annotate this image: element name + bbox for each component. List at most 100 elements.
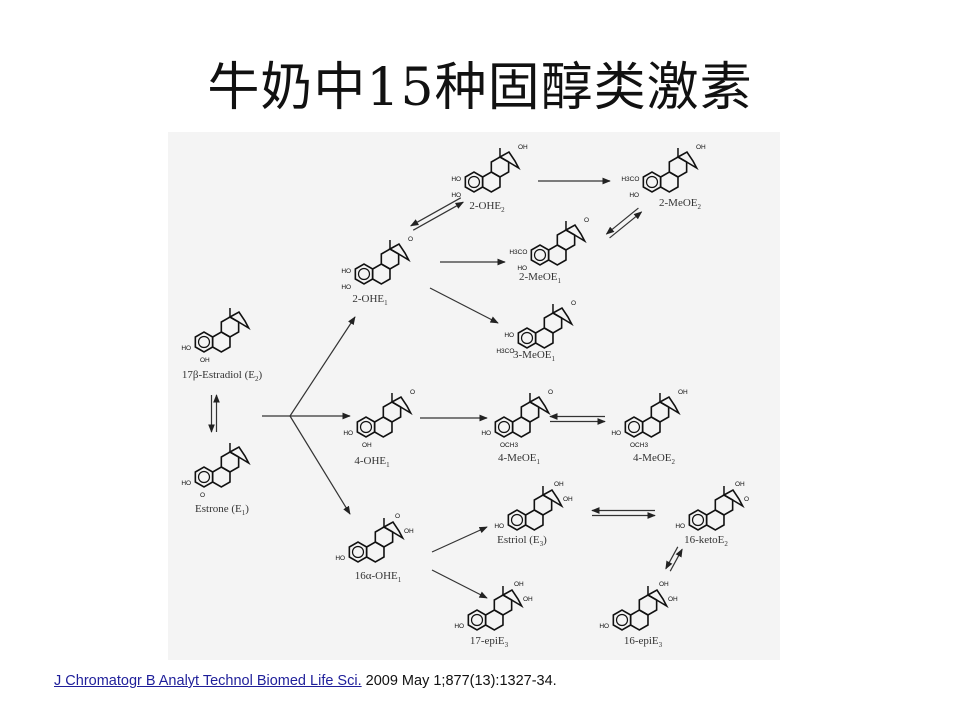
compound-label: 4-MeOE1 bbox=[498, 452, 541, 466]
aromatic-circle bbox=[197, 470, 211, 484]
aromatic-circle bbox=[510, 513, 524, 527]
aromatic-circle bbox=[197, 335, 211, 349]
compound-label: 2-MeOE1 bbox=[519, 271, 562, 285]
substituent-label: OH bbox=[668, 596, 678, 603]
arrow-16-ketoe2-to-16-epie3-forward bbox=[669, 548, 683, 572]
journal-link[interactable]: J Chromatogr B Analyt Technol Biomed Lif… bbox=[54, 673, 362, 689]
substituent-label: H3CO bbox=[509, 249, 527, 256]
compound-4-ohe1: HO OH O 4-OHE1 bbox=[343, 389, 415, 469]
substituent-label: HO bbox=[611, 430, 621, 437]
substituent-label: OH bbox=[523, 596, 533, 603]
compound-label: 17β-Estradiol (E2) bbox=[182, 369, 263, 383]
substituent-label: HO bbox=[675, 523, 685, 530]
substituent-label: HO bbox=[343, 430, 353, 437]
substituent-label: HO bbox=[504, 332, 514, 339]
ring-d bbox=[722, 488, 745, 509]
arrow-16a-ohe1-to-e3 bbox=[431, 526, 488, 553]
substituent-label: HO bbox=[341, 284, 351, 291]
compound-e3: HO OH OH Estriol (E3) bbox=[494, 481, 573, 548]
arrow-16-ketoe2-to-16-epie3-reverse bbox=[665, 546, 679, 570]
substituent-label: OH bbox=[518, 144, 528, 151]
substituent-label: H3CO bbox=[621, 176, 639, 183]
ring-d bbox=[390, 395, 413, 416]
aromatic-circle bbox=[470, 613, 484, 627]
compound-label: 2-OHE2 bbox=[469, 200, 505, 214]
slide-title: 牛奶中15种固醇类激素 bbox=[207, 58, 753, 118]
compound-label: 16-ketoE2 bbox=[684, 534, 728, 548]
substituent-label: OH bbox=[514, 581, 524, 588]
substituent-label: O bbox=[584, 217, 589, 224]
ring-d bbox=[501, 588, 524, 609]
arrow-2-meoe1-to-2-meoe2-forward bbox=[609, 211, 643, 239]
substituent-label: O bbox=[395, 513, 400, 520]
substituent-label: O bbox=[200, 492, 205, 499]
aromatic-circle bbox=[615, 613, 629, 627]
compound-label: Estrone (E1) bbox=[195, 503, 249, 517]
substituent-label: OH bbox=[404, 528, 414, 535]
substituent-label: O bbox=[410, 389, 415, 396]
substituent-label: HO bbox=[341, 268, 351, 275]
substituent-label: HO bbox=[454, 623, 464, 630]
compound-label: Estriol (E3) bbox=[497, 534, 547, 548]
substituent-label: HO bbox=[335, 555, 345, 562]
arrow-e1-to-16a-ohe1 bbox=[289, 415, 351, 515]
substituent-label: OH bbox=[563, 496, 573, 503]
citation: J Chromatogr B Analyt Technol Biomed Lif… bbox=[54, 673, 557, 689]
substituent-label: OH bbox=[554, 481, 564, 488]
compound-2-meoe1: H3CO HO O 2-MeOE1 bbox=[509, 217, 589, 285]
arrow-2-ohe1-to-3-meoe1 bbox=[429, 287, 499, 324]
ring-d bbox=[551, 306, 574, 327]
substituent-label: HO bbox=[517, 265, 527, 272]
arrow-e1-to-2-ohe1 bbox=[289, 316, 356, 417]
compound-17-epie3: HO OH OH 17-epiE3 bbox=[454, 581, 533, 649]
ring-d bbox=[228, 310, 251, 331]
substituent-label: HO bbox=[494, 523, 504, 530]
aromatic-circle bbox=[627, 420, 641, 434]
compound-label: 2-OHE1 bbox=[352, 293, 388, 307]
substituent-label: HO bbox=[181, 345, 191, 352]
aromatic-circle bbox=[691, 513, 705, 527]
compound-label: 2-MeOE2 bbox=[659, 197, 702, 211]
substituent-label: HO bbox=[481, 430, 491, 437]
ring-d bbox=[382, 520, 405, 541]
compound-label: 4-OHE1 bbox=[354, 455, 390, 469]
ring-d bbox=[676, 150, 699, 171]
arrow-2-ohe1-to-2-ohe2-reverse bbox=[410, 197, 462, 227]
aromatic-circle bbox=[533, 248, 547, 262]
substituent-label: OH bbox=[362, 442, 372, 449]
substituent-label: OH bbox=[200, 357, 210, 364]
ring-d bbox=[388, 242, 411, 263]
substituent-label: HO bbox=[181, 480, 191, 487]
ring-d bbox=[528, 395, 551, 416]
arrow-16a-ohe1-to-17-epie3 bbox=[431, 569, 488, 599]
ring-d bbox=[646, 588, 669, 609]
substituent-label: O bbox=[548, 389, 553, 396]
compound-e1: HO O Estrone (E1) bbox=[181, 443, 251, 517]
aromatic-circle bbox=[497, 420, 511, 434]
substituent-label: HO bbox=[599, 623, 609, 630]
aromatic-circle bbox=[359, 420, 373, 434]
substituent-label: O bbox=[571, 300, 576, 307]
ring-d bbox=[541, 488, 564, 509]
compound-label: 4-MeOE2 bbox=[633, 452, 676, 466]
compound-label: 3-MeOE1 bbox=[513, 349, 556, 363]
aromatic-circle bbox=[357, 267, 371, 281]
compound-e2: HO OH 17β-Estradiol (E2) bbox=[181, 308, 262, 383]
substituent-label: OCH3 bbox=[630, 442, 648, 449]
ring-d bbox=[498, 150, 521, 171]
arrow-2-ohe1-to-2-ohe2-forward bbox=[412, 201, 464, 231]
ring-d bbox=[564, 223, 587, 244]
substituent-label: OH bbox=[678, 389, 688, 396]
citation-details: 2009 May 1;877(13):1327-34. bbox=[361, 673, 557, 689]
substituent-label: HO bbox=[629, 192, 639, 199]
compound-label: 16-epiE3 bbox=[624, 635, 663, 649]
aromatic-circle bbox=[351, 545, 365, 559]
compound-label: 17-epiE3 bbox=[470, 635, 509, 649]
arrow-2-meoe1-to-2-meoe2-reverse bbox=[605, 207, 639, 235]
